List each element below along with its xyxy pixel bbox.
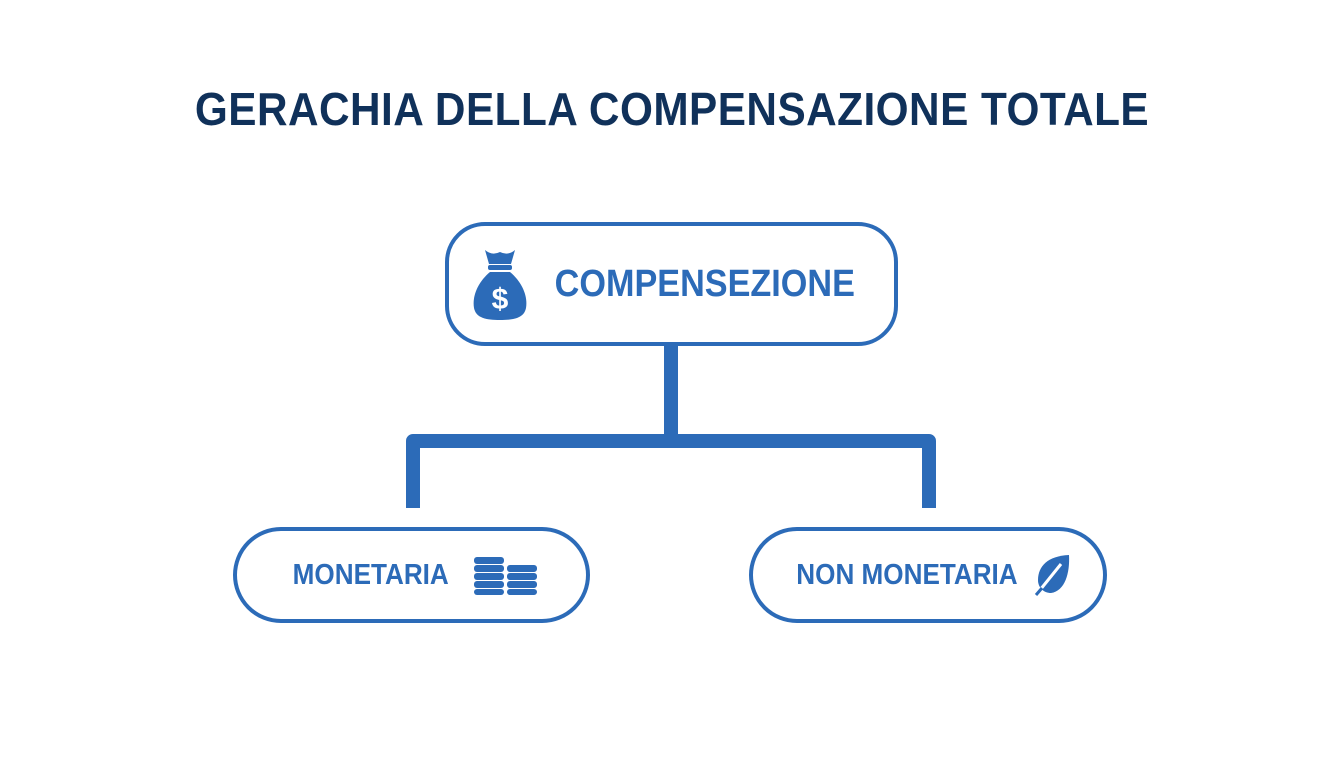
node-monetaria: MONETARIA <box>233 527 590 623</box>
node-compensazione-label: COMPENSEZIONE <box>554 262 855 305</box>
node-non-monetaria-label: NON MONETARIA <box>796 558 1018 591</box>
branch-connector-line <box>406 434 936 508</box>
money-bag-icon: $ <box>472 246 528 322</box>
coin-stacks-icon <box>473 555 539 595</box>
diagram-title: GERACHIA DELLA COMPENSAZIONE TOTALE <box>194 83 1150 135</box>
leaf-icon <box>1032 553 1072 597</box>
node-monetaria-label: MONETARIA <box>292 558 449 591</box>
svg-text:$: $ <box>491 283 508 316</box>
node-compensazione: $ COMPENSEZIONE <box>445 222 898 346</box>
node-non-monetaria: NON MONETARIA <box>749 527 1107 623</box>
